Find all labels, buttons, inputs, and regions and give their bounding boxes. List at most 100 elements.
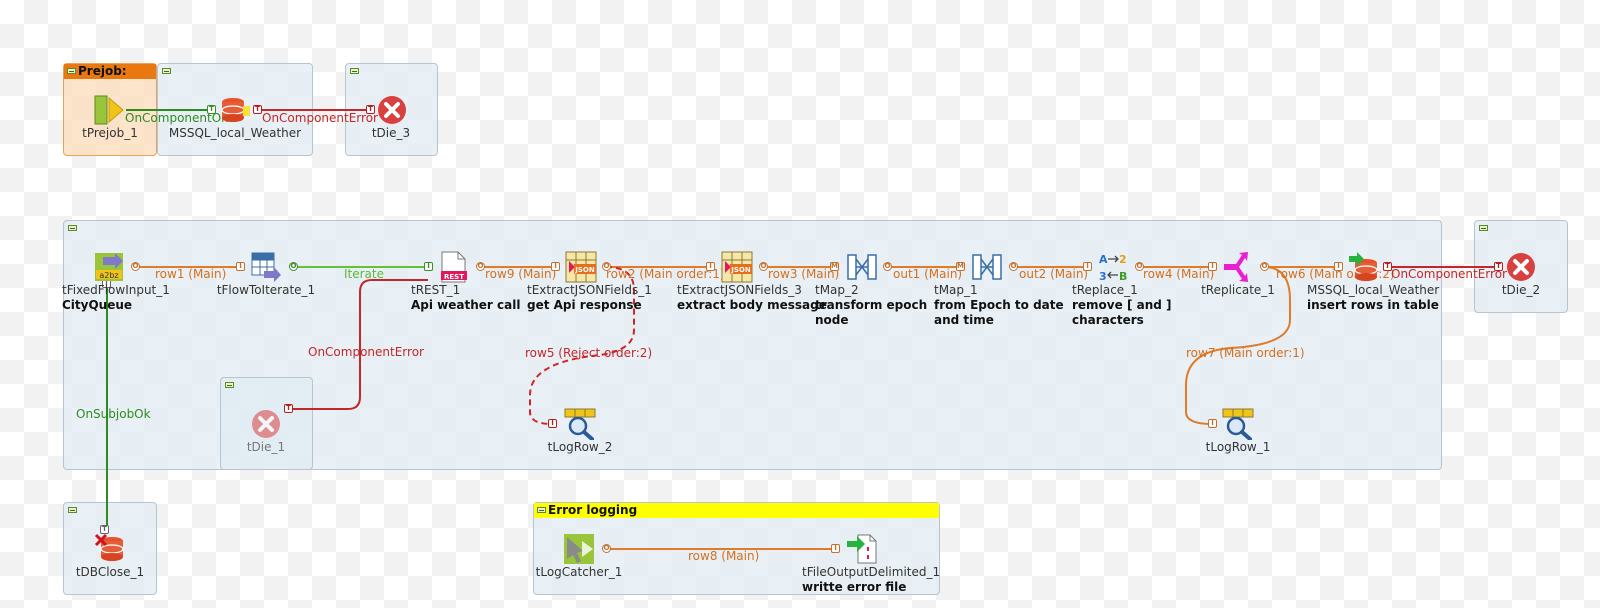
link-label-subjob-ok[interactable]: OnSubjobOk <box>76 407 151 421</box>
output-port[interactable]: O <box>602 262 611 271</box>
tdie3-component[interactable] <box>376 94 408 126</box>
component-label: CityQueue <box>62 298 133 312</box>
component-name: tFileOutputDelimited_1 <box>802 565 941 579</box>
textractjson1-component[interactable]: JSON <box>565 251 597 283</box>
trigger-port[interactable]: T <box>366 105 375 114</box>
tdbclose-component[interactable] <box>94 533 126 565</box>
trigger-port[interactable]: T <box>1383 262 1392 271</box>
link-label-iterate[interactable]: Iterate <box>344 267 385 281</box>
output-port[interactable]: O <box>1009 262 1018 271</box>
trigger-port[interactable]: T <box>100 525 109 534</box>
trigger-port[interactable]: T <box>284 404 293 413</box>
collapse-icon[interactable] <box>225 382 234 388</box>
database-icon <box>221 98 250 122</box>
input-port[interactable]: I <box>1083 262 1092 271</box>
link-label-out1[interactable]: out1 (Main) <box>893 267 963 281</box>
collapse-icon[interactable] <box>68 225 77 231</box>
component-label: writte error file <box>802 580 907 594</box>
prejob-subjob-header[interactable]: Prejob: <box>64 64 156 79</box>
link-label-main-error[interactable]: OnComponentError <box>1391 267 1507 281</box>
link-label-row9[interactable]: row9 (Main) <box>485 267 557 281</box>
map-icon <box>972 254 1002 280</box>
tlogcatcher-component[interactable] <box>563 533 595 565</box>
flow-to-iterate-icon <box>251 252 281 282</box>
component-name: tDie_2 <box>1501 283 1541 297</box>
prejob-subjob-title: Prejob: <box>78 64 127 78</box>
component-label-line1: transform epoch <box>815 298 928 312</box>
link-label-row8[interactable]: row8 (Main) <box>688 549 760 563</box>
trigger-port[interactable]: T <box>207 105 216 114</box>
collapse-icon[interactable] <box>537 507 546 513</box>
link-label-pre-error[interactable]: OnComponentError <box>262 111 378 125</box>
output-port[interactable]: O <box>759 262 768 271</box>
output-port[interactable]: O <box>131 262 140 271</box>
input-port[interactable]: I <box>1208 262 1217 271</box>
rest-icon: REST <box>441 251 467 283</box>
collapse-icon[interactable] <box>67 68 76 74</box>
link-label-row1[interactable]: row1 (Main) <box>155 267 227 281</box>
input-port[interactable]: I <box>236 262 245 271</box>
map-input-port[interactable]: M <box>956 262 965 271</box>
component-name: tDie_1 <box>246 440 286 454</box>
link-label-row5[interactable]: row5 (Reject order:2) <box>525 346 653 360</box>
tflowtoiterate-component[interactable] <box>250 251 282 283</box>
output-port[interactable]: O <box>602 544 611 553</box>
link-label-pre-ok[interactable]: OnComponentOk <box>125 111 229 125</box>
tlogrow1-component[interactable] <box>1222 408 1254 440</box>
link-label-out2[interactable]: out2 (Main) <box>1019 267 1089 281</box>
log-row-icon <box>564 408 596 440</box>
input-port[interactable]: I <box>706 262 715 271</box>
error-logging-subjob-header[interactable]: Error logging <box>534 503 939 518</box>
trest-component[interactable]: REST <box>438 251 470 283</box>
component-name: tDie_3 <box>371 126 411 140</box>
output-port[interactable]: O <box>883 262 892 271</box>
die-icon <box>378 96 406 124</box>
trigger-port[interactable]: T <box>253 105 262 114</box>
tmap2-component[interactable] <box>846 251 878 283</box>
component-name: tMap_2 <box>815 283 859 297</box>
tlogrow2-component[interactable] <box>564 408 596 440</box>
output-port[interactable]: O <box>1260 262 1269 271</box>
input-port[interactable]: I <box>831 544 840 553</box>
treplace-component[interactable]: A 2 3 B <box>1097 251 1129 283</box>
tmap1-component[interactable] <box>971 251 1003 283</box>
iterate-port[interactable]: O <box>289 262 298 271</box>
collapse-icon[interactable] <box>162 68 171 74</box>
input-port[interactable]: I <box>1208 419 1217 428</box>
link-label-rest-error[interactable]: OnComponentError <box>308 345 424 359</box>
file-output-icon <box>847 534 877 564</box>
input-port[interactable]: I <box>1334 262 1343 271</box>
link-label-row2[interactable]: row2 (Main order:1) <box>606 267 725 281</box>
collapse-icon[interactable] <box>350 68 359 74</box>
iterate-input-port[interactable]: I <box>424 262 433 271</box>
tdie2-component[interactable] <box>1505 251 1537 283</box>
component-label: extract body message <box>677 298 827 312</box>
svg-text:JSON: JSON <box>730 266 751 274</box>
map-input-port[interactable]: M <box>830 262 839 271</box>
treplicate-component[interactable] <box>1222 251 1254 283</box>
tdie1-component[interactable] <box>250 408 282 440</box>
component-name: tLogCatcher_1 <box>535 565 623 579</box>
input-port[interactable]: I <box>548 419 557 428</box>
output-port[interactable]: O <box>1135 262 1144 271</box>
tfixedflowinput-component[interactable]: a2bz <box>93 251 125 283</box>
link-label-row4[interactable]: row4 (Main) <box>1143 267 1215 281</box>
collapse-icon[interactable] <box>1479 225 1488 231</box>
input-port[interactable]: I <box>551 262 560 271</box>
log-row-icon <box>1222 408 1254 440</box>
mssql-connection-component[interactable] <box>219 94 251 126</box>
link-label-row7[interactable]: row7 (Main order:1) <box>1186 346 1305 360</box>
mssql-output-component[interactable] <box>1348 251 1380 283</box>
prejob-icon <box>94 95 124 125</box>
collapse-icon[interactable] <box>68 507 77 513</box>
trigger-port[interactable]: T <box>1494 262 1503 271</box>
component-name: tFixedFlowInput_1 <box>62 283 170 297</box>
svg-text:JSON: JSON <box>574 266 595 274</box>
textractjson3-component[interactable]: JSON <box>721 251 753 283</box>
tfileoutputdelimited-component[interactable] <box>846 533 878 565</box>
database-output-icon <box>1349 252 1378 281</box>
output-port[interactable]: O <box>476 262 485 271</box>
component-name: tReplace_1 <box>1072 283 1138 297</box>
tprejob-component[interactable] <box>93 94 125 126</box>
link-label-row3[interactable]: row3 (Main) <box>768 267 840 281</box>
